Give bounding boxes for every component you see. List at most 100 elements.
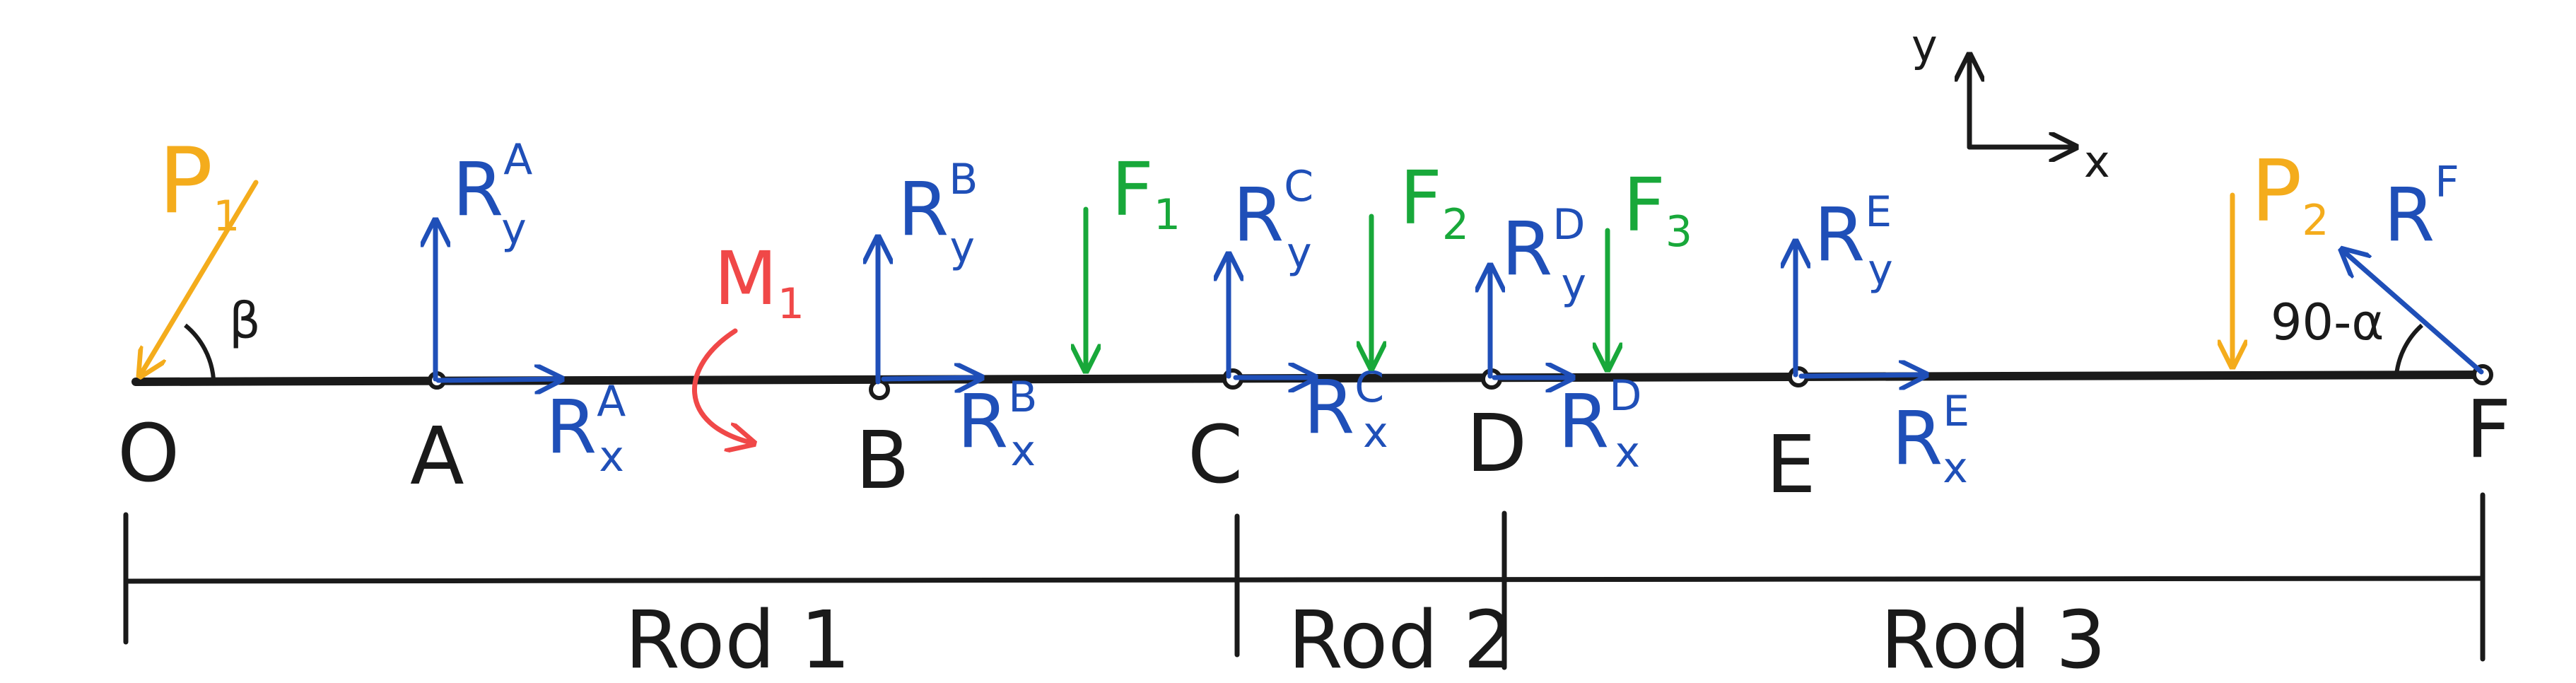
reaction-rf-main: R bbox=[2384, 172, 2435, 258]
load-p1-main: P bbox=[158, 129, 213, 234]
reaction-ry-e-sup: E bbox=[1865, 187, 1892, 237]
moment-m1: M1 bbox=[692, 235, 804, 443]
reaction-rx-a-sup: A bbox=[597, 377, 626, 426]
reaction-rx-c-sub: x bbox=[1363, 408, 1388, 457]
load-f3-main: F bbox=[1623, 162, 1665, 248]
reaction-ry-c-sup: C bbox=[1284, 162, 1313, 211]
reaction-rx-b-sup: B bbox=[1008, 373, 1037, 422]
reaction-ry-b-sub: y bbox=[949, 223, 975, 272]
reaction-rf-sup: F bbox=[2435, 158, 2459, 207]
reaction-rf-label: RF bbox=[2384, 158, 2459, 258]
reaction-ry-d-sup: D bbox=[1552, 200, 1585, 250]
reaction-rf-arrow bbox=[2344, 252, 2484, 375]
load-p1: P1 β bbox=[141, 129, 261, 379]
load-f2-sub: 2 bbox=[1442, 200, 1469, 250]
reaction-ry-c-sub: y bbox=[1287, 228, 1312, 278]
coordinate-axes: y x bbox=[1911, 20, 2110, 187]
reaction-ry-a-sub: y bbox=[501, 204, 527, 254]
point-label-a: A bbox=[410, 411, 464, 503]
reaction-ry-d-sub: y bbox=[1561, 259, 1586, 309]
reaction-rx-c-main: R bbox=[1304, 364, 1354, 450]
load-p2-sub: 2 bbox=[2302, 196, 2329, 245]
angle-beta-label: β bbox=[229, 292, 261, 350]
reaction-rx-e-main: R bbox=[1892, 395, 1943, 481]
reaction-rx-d-main: R bbox=[1558, 378, 1609, 465]
reaction-rx-a-main: R bbox=[546, 384, 597, 470]
angle-beta-arc bbox=[184, 323, 216, 380]
load-p1-label: P1 bbox=[158, 129, 240, 241]
load-p2-main: P bbox=[2251, 143, 2302, 241]
load-f3-sub: 3 bbox=[1665, 207, 1692, 257]
load-f1-label: F1 bbox=[1111, 146, 1181, 240]
rod-labels: Rod 1 Rod 2 Rod 3 bbox=[625, 595, 2106, 683]
load-f1-main: F bbox=[1111, 146, 1154, 233]
reaction-ry-e-sub: y bbox=[1868, 245, 1893, 295]
load-f2-label: F2 bbox=[1400, 155, 1469, 250]
reaction-rx-a-arrow bbox=[435, 379, 558, 380]
moment-m1-main: M bbox=[714, 235, 778, 322]
load-f3: F3 bbox=[1608, 162, 1692, 366]
rod-1-label: Rod 1 bbox=[625, 595, 850, 683]
rod-dimension-baseline bbox=[124, 576, 2486, 584]
reaction-rf: RF 90-α bbox=[2271, 158, 2484, 375]
load-f1: F1 bbox=[1086, 146, 1181, 368]
reaction-rx-a-sub: x bbox=[599, 432, 624, 481]
rod-3-label: Rod 3 bbox=[1880, 595, 2106, 683]
reaction-ry-a-sup: A bbox=[503, 135, 532, 185]
load-p2: P2 bbox=[2232, 143, 2329, 363]
reaction-rx-e-sup: E bbox=[1943, 387, 1969, 436]
reaction-rx-d-sup: D bbox=[1609, 371, 1641, 421]
moment-m1-label: M1 bbox=[714, 235, 804, 329]
reaction-rx-e-arrow bbox=[1798, 375, 1923, 376]
reaction-ry-c-main: R bbox=[1233, 172, 1284, 258]
x-axis-label: x bbox=[2084, 136, 2110, 187]
load-f1-sub: 1 bbox=[1154, 190, 1181, 240]
reaction-rx-c-sup: C bbox=[1354, 363, 1384, 412]
angle-90-minus-alpha-arc bbox=[2394, 323, 2424, 375]
load-p2-label: P2 bbox=[2251, 143, 2329, 245]
reaction-rx-d-sub: x bbox=[1615, 428, 1640, 477]
reaction-ry-d-main: R bbox=[1501, 206, 1552, 292]
point-label-f: F bbox=[2466, 384, 2511, 476]
rod-dimensions bbox=[123, 492, 2486, 670]
moment-m1-sub: 1 bbox=[778, 279, 804, 329]
load-p1-arrow bbox=[141, 180, 259, 373]
point-label-o: O bbox=[117, 408, 180, 500]
point-label-e: E bbox=[1766, 419, 1816, 511]
reaction-ry-a-main: R bbox=[452, 146, 503, 233]
reaction-ry-e-main: R bbox=[1814, 192, 1865, 278]
load-f2: F2 bbox=[1371, 155, 1469, 365]
point-label-c: C bbox=[1188, 409, 1243, 501]
reaction-ry-b-sup: B bbox=[949, 155, 978, 204]
reaction-rx-b-arrow bbox=[881, 378, 978, 379]
reaction-ry-b-main: R bbox=[898, 166, 949, 252]
load-f3-label: F3 bbox=[1623, 162, 1692, 257]
point-label-d: D bbox=[1466, 398, 1527, 490]
angle-90-minus-alpha-label: 90-α bbox=[2271, 293, 2384, 351]
y-axis-label: y bbox=[1911, 20, 1938, 71]
reaction-rx-b-main: R bbox=[957, 378, 1008, 465]
point-labels: O A B C D E F bbox=[117, 384, 2511, 511]
reaction-rx-e-sub: x bbox=[1943, 443, 1968, 493]
rod-2-label: Rod 2 bbox=[1288, 595, 1514, 683]
point-label-b: B bbox=[855, 415, 910, 507]
load-p1-sub: 1 bbox=[213, 192, 240, 241]
moment-m1-arrow bbox=[692, 328, 751, 443]
load-f2-main: F bbox=[1400, 155, 1442, 241]
